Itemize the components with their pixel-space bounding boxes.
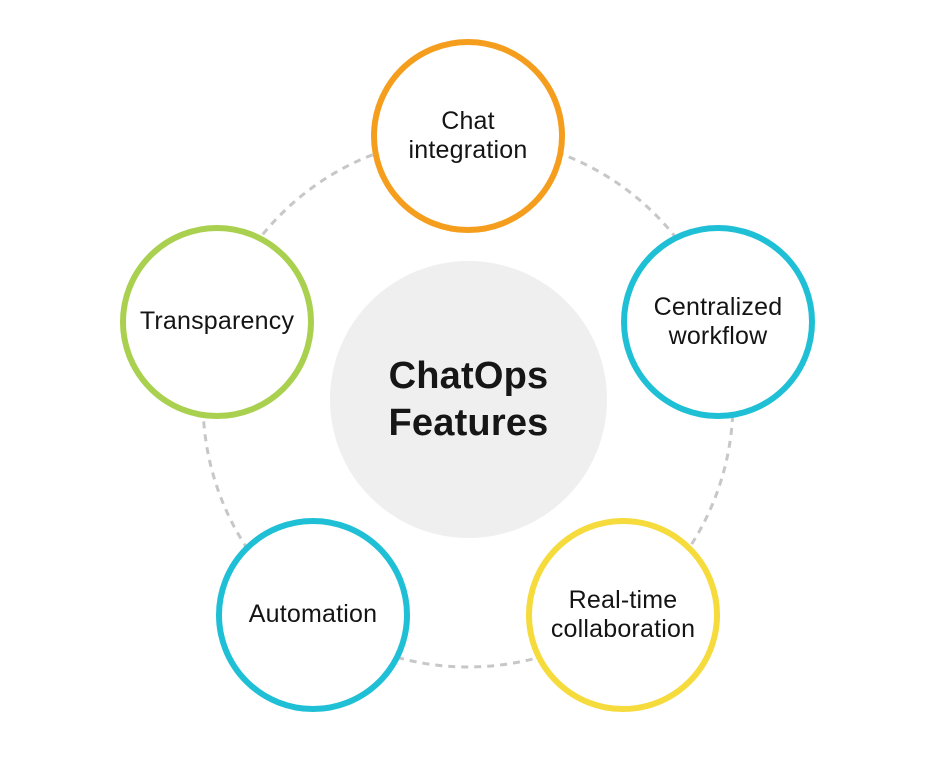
- center-node-label: ChatOps Features: [388, 355, 549, 444]
- node-transparency-label: Transparency: [139, 307, 295, 336]
- node-chat-integration: Chat integration: [371, 39, 565, 233]
- node-centralized-workflow: Centralized workflow: [621, 225, 815, 419]
- node-automation: Automation: [216, 518, 410, 712]
- node-real-time-collaboration: Real-time collaboration: [526, 518, 720, 712]
- node-centralized-workflow-label: Centralized workflow: [653, 292, 783, 351]
- center-node: ChatOps Features: [330, 261, 607, 538]
- node-transparency: Transparency: [120, 225, 314, 419]
- node-chat-integration-label: Chat integration: [408, 106, 528, 165]
- node-real-time-collaboration-label: Real-time collaboration: [550, 585, 696, 644]
- node-automation-label: Automation: [248, 600, 378, 629]
